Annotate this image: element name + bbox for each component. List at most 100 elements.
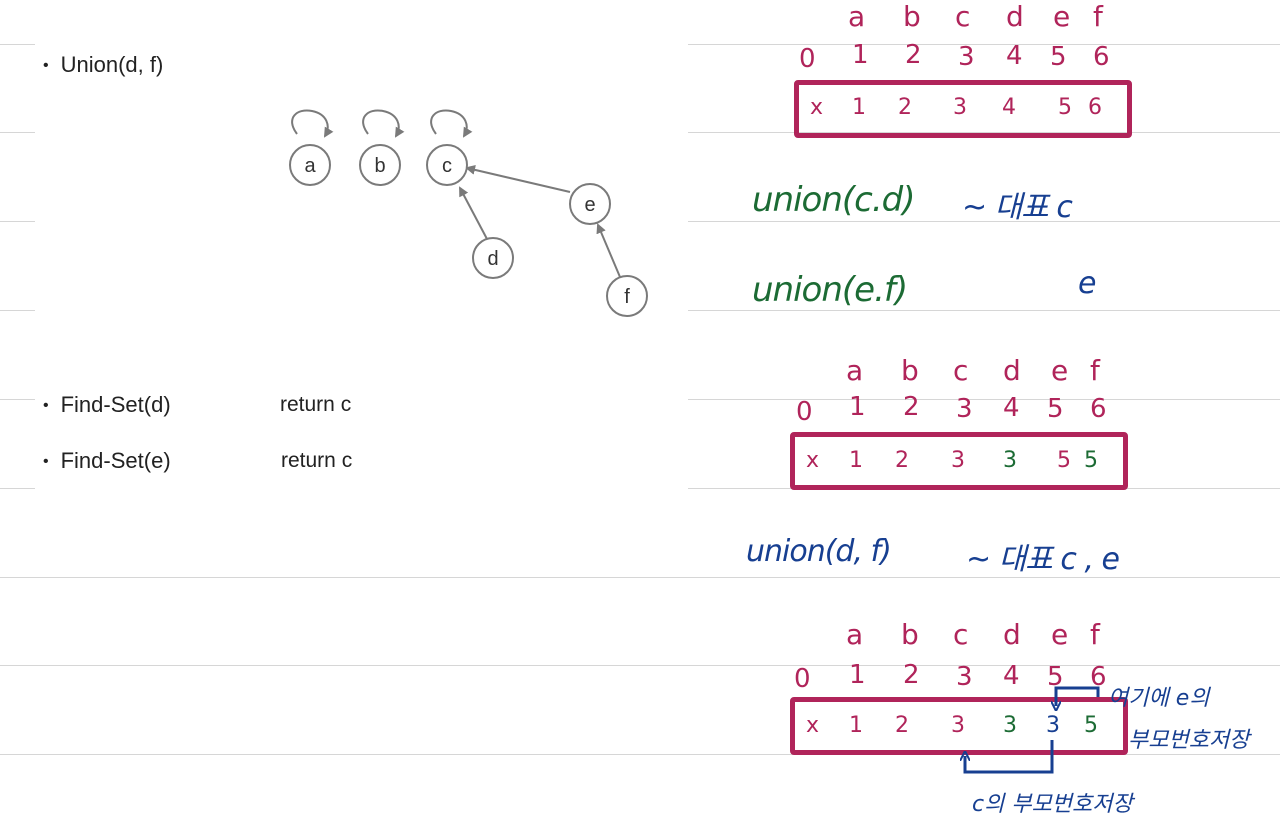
note-store-e-parent-line2: 부모번호저장 xyxy=(1128,728,1250,753)
index-2-4: 4 xyxy=(1003,393,1020,423)
index-2-5: 5 xyxy=(1047,394,1064,424)
array-3-cell-5: 3 xyxy=(1046,713,1060,738)
index-1-1: 1 xyxy=(852,40,869,70)
letter-header-2-b: b xyxy=(901,354,919,387)
array-1-cell-6: 6 xyxy=(1088,95,1102,120)
edge-d-to-c xyxy=(459,186,488,240)
letter-header-2-c: c xyxy=(953,354,969,387)
array-3-cell-2: 2 xyxy=(895,713,909,738)
bullet-dot: • xyxy=(43,397,49,414)
node-f: f xyxy=(606,275,648,317)
node-a-label: a xyxy=(304,155,316,177)
bullet-dot: • xyxy=(43,453,49,470)
notebook-rule xyxy=(0,665,1280,666)
array-2-cell-3: 3 xyxy=(951,448,965,473)
letter-header-1-b: b xyxy=(903,0,921,33)
array-3-cell-3: 3 xyxy=(951,713,965,738)
bullet-find-set-e: • Find-Set(e) xyxy=(43,448,171,474)
index-2-3: 3 xyxy=(956,394,973,424)
index-3-1: 1 xyxy=(849,660,866,690)
note-union-df-representatives: ~ 대표 c , e xyxy=(966,542,1120,577)
array-1-cell-5: 5 xyxy=(1058,95,1072,120)
array-2-cell-6: 5 xyxy=(1084,448,1098,473)
letter-header-2-e: e xyxy=(1051,354,1069,387)
index-1-5: 5 xyxy=(1050,42,1067,72)
parent-array-box-3 xyxy=(790,697,1128,755)
letter-header-1-f: f xyxy=(1093,0,1103,33)
array-3-cell-1: 1 xyxy=(849,713,863,738)
index-3-3: 3 xyxy=(956,662,973,692)
index-2-6: 6 xyxy=(1090,394,1107,424)
note-store-e-parent-line1: 여기에 e의 xyxy=(1108,686,1210,711)
array-1-cell-4: 4 xyxy=(1002,95,1016,120)
node-b-label: b xyxy=(374,155,385,177)
node-e: e xyxy=(569,183,611,225)
letter-header-1-c: c xyxy=(955,0,971,33)
parent-array-box-2 xyxy=(790,432,1128,490)
array-1-cell-2: 2 xyxy=(898,95,912,120)
find-set-e-return: return c xyxy=(281,449,353,472)
index-3-5: 5 xyxy=(1047,662,1064,692)
index-2-0: 0 xyxy=(796,397,813,427)
node-a: a xyxy=(289,144,331,186)
find-set-d-return: return c xyxy=(280,393,352,416)
node-f-label: f xyxy=(624,286,630,308)
bullet-find-set-e-label: Find-Set(e) xyxy=(60,448,171,473)
letter-header-2-a: a xyxy=(846,354,864,387)
note-union-df: union(d, f) xyxy=(746,534,892,569)
index-2-1: 1 xyxy=(849,392,866,422)
letter-header-3-f: f xyxy=(1090,618,1100,651)
node-b: b xyxy=(359,144,401,186)
node-d-label: d xyxy=(487,248,498,270)
letter-header-1-d: d xyxy=(1006,0,1024,33)
index-1-2: 2 xyxy=(905,40,922,70)
note-union-ef-representative: e xyxy=(1078,266,1096,301)
array-3-cell-0: x xyxy=(806,713,820,738)
array-3-cell-6: 5 xyxy=(1084,713,1098,738)
letter-header-1-a: a xyxy=(848,0,866,33)
bullet-find-set-d-label: Find-Set(d) xyxy=(60,392,171,417)
bullet-dot: • xyxy=(43,57,49,74)
parent-array-box-1 xyxy=(794,80,1132,138)
letter-header-3-e: e xyxy=(1051,618,1069,651)
letter-header-3-a: a xyxy=(846,618,864,651)
letter-header-2-f: f xyxy=(1090,354,1100,387)
array-2-cell-1: 1 xyxy=(849,448,863,473)
index-1-0: 0 xyxy=(799,44,816,74)
letter-header-3-c: c xyxy=(953,618,969,651)
index-1-3: 3 xyxy=(958,42,975,72)
array-2-cell-4: 3 xyxy=(1003,448,1017,473)
self-loop-c xyxy=(430,109,473,138)
index-3-6: 6 xyxy=(1090,662,1107,692)
notebook-rule xyxy=(0,754,1280,755)
index-2-2: 2 xyxy=(903,392,920,422)
bullet-union-df-label: Union(d, f) xyxy=(60,52,164,77)
node-c: c xyxy=(426,144,468,186)
array-3-cell-4: 3 xyxy=(1003,713,1017,738)
note-union-cd: union(c.d) xyxy=(752,180,916,220)
notebook-rule xyxy=(0,577,1280,578)
edge-e-to-c xyxy=(465,164,571,193)
node-d: d xyxy=(472,237,514,279)
letter-header-3-b: b xyxy=(901,618,919,651)
edge-f-to-e xyxy=(596,223,621,278)
index-1-6: 6 xyxy=(1093,42,1110,72)
array-1-cell-1: 1 xyxy=(852,95,866,120)
note-union-cd-representative: ~ 대표 c xyxy=(962,190,1073,225)
index-3-0: 0 xyxy=(794,664,811,694)
letter-header-3-d: d xyxy=(1003,618,1021,651)
note-store-c-parent: c의 부모번호저장 xyxy=(972,792,1133,817)
array-2-cell-0: x xyxy=(806,448,820,473)
self-loop-a xyxy=(291,109,334,138)
index-1-4: 4 xyxy=(1006,41,1023,71)
node-e-label: e xyxy=(584,194,595,216)
letter-header-2-d: d xyxy=(1003,354,1021,387)
lecture-slide: • Union(d, f) a b c e xyxy=(35,40,688,492)
bullet-find-set-d: • Find-Set(d) xyxy=(43,392,171,418)
array-2-cell-2: 2 xyxy=(895,448,909,473)
disjoint-set-tree-diagram: a b c e d f xyxy=(289,109,648,317)
array-1-cell-3: 3 xyxy=(953,95,967,120)
self-loop-b xyxy=(362,109,405,138)
letter-header-1-e: e xyxy=(1053,0,1071,33)
array-1-cell-0: x xyxy=(810,95,824,120)
